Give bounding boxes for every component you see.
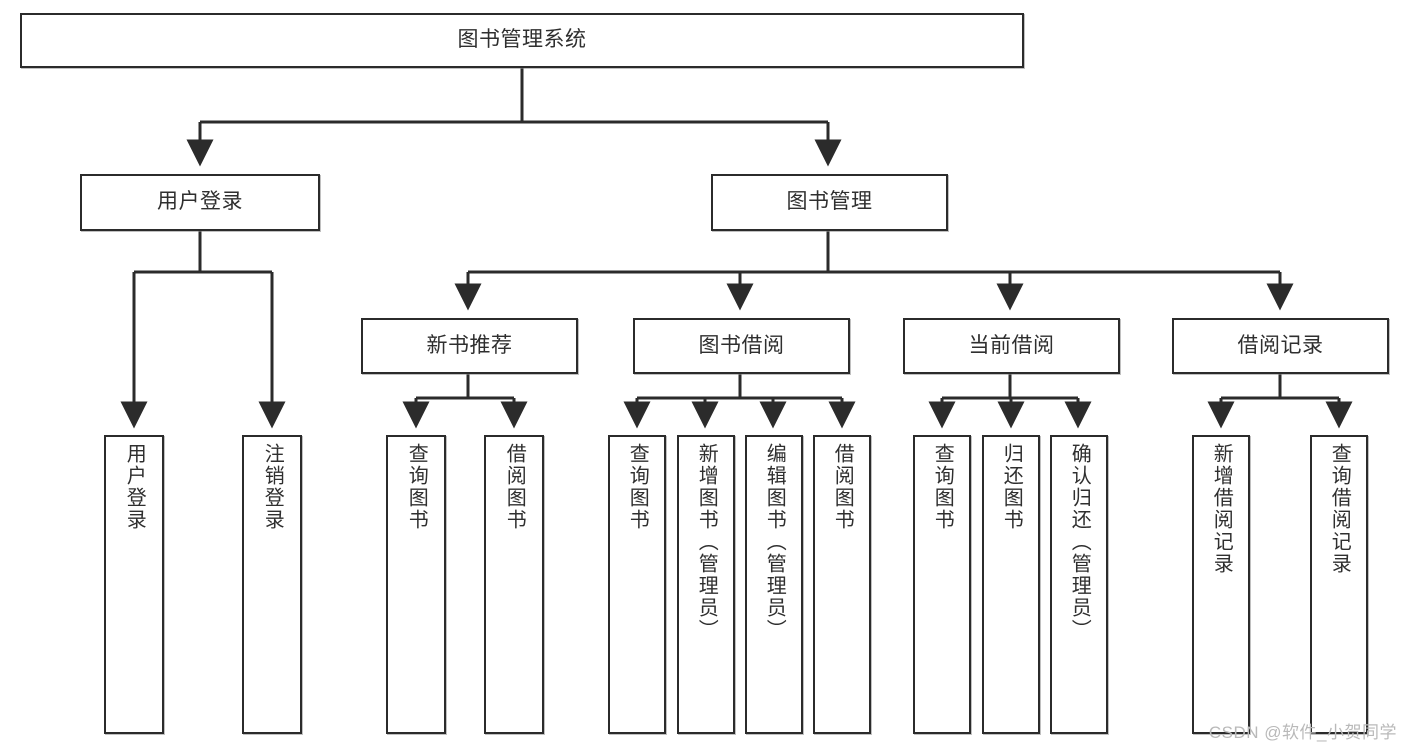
node-leaf-borrow-book[interactable]: 借阅图书 [813, 435, 871, 734]
node-label: 图书借阅 [698, 333, 785, 357]
node-label: 借阅图书 [503, 443, 526, 531]
node-leaf-edit-book-admin[interactable]: 编辑图书（管理员） [745, 435, 803, 734]
node-label: 图书管理系统 [457, 28, 587, 52]
node-label: 新书推荐 [426, 333, 513, 357]
node-label: 查询图书 [405, 443, 428, 531]
node-label: 当前借阅 [968, 333, 1055, 357]
node-leaf-confirm-return-admin[interactable]: 确认归还（管理员） [1050, 435, 1108, 734]
node-borrow-record[interactable]: 借阅记录 [1172, 318, 1389, 374]
node-leaf-query-book-current[interactable]: 查询图书 [913, 435, 971, 734]
node-leaf-query-book-borrow[interactable]: 查询图书 [608, 435, 666, 734]
node-new-book-recommend[interactable]: 新书推荐 [361, 318, 578, 374]
node-label: 查询图书 [931, 443, 954, 531]
node-current-borrow[interactable]: 当前借阅 [903, 318, 1120, 374]
node-book-management[interactable]: 图书管理 [711, 174, 948, 231]
node-label: 归还图书 [1000, 443, 1023, 531]
node-label: 确认归还（管理员） [1068, 443, 1091, 641]
node-label: 借阅记录 [1237, 333, 1324, 357]
node-label: 用户登录 [123, 443, 146, 531]
node-leaf-logout[interactable]: 注销登录 [242, 435, 302, 734]
node-label: 新增借阅记录 [1210, 443, 1233, 575]
node-root-system[interactable]: 图书管理系统 [20, 13, 1024, 68]
node-label: 图书管理 [786, 190, 873, 214]
node-leaf-add-book-admin[interactable]: 新增图书（管理员） [677, 435, 735, 734]
watermark: CSDN @软件_小贺同学 [1208, 723, 1397, 742]
node-leaf-query-borrow-record[interactable]: 查询借阅记录 [1310, 435, 1368, 734]
node-label: 注销登录 [261, 443, 284, 531]
node-label: 新增图书（管理员） [695, 443, 718, 641]
node-leaf-user-login[interactable]: 用户登录 [104, 435, 164, 734]
node-leaf-borrow-book-recommend[interactable]: 借阅图书 [484, 435, 544, 734]
node-label: 借阅图书 [831, 443, 854, 531]
node-label: 查询图书 [626, 443, 649, 531]
node-leaf-return-book[interactable]: 归还图书 [982, 435, 1040, 734]
node-label: 用户登录 [157, 190, 243, 214]
node-leaf-query-book-recommend[interactable]: 查询图书 [386, 435, 446, 734]
node-user-login[interactable]: 用户登录 [80, 174, 320, 231]
node-label: 查询借阅记录 [1328, 443, 1351, 575]
node-book-borrow[interactable]: 图书借阅 [633, 318, 850, 374]
node-leaf-add-borrow-record[interactable]: 新增借阅记录 [1192, 435, 1250, 734]
node-label: 编辑图书（管理员） [763, 443, 786, 641]
